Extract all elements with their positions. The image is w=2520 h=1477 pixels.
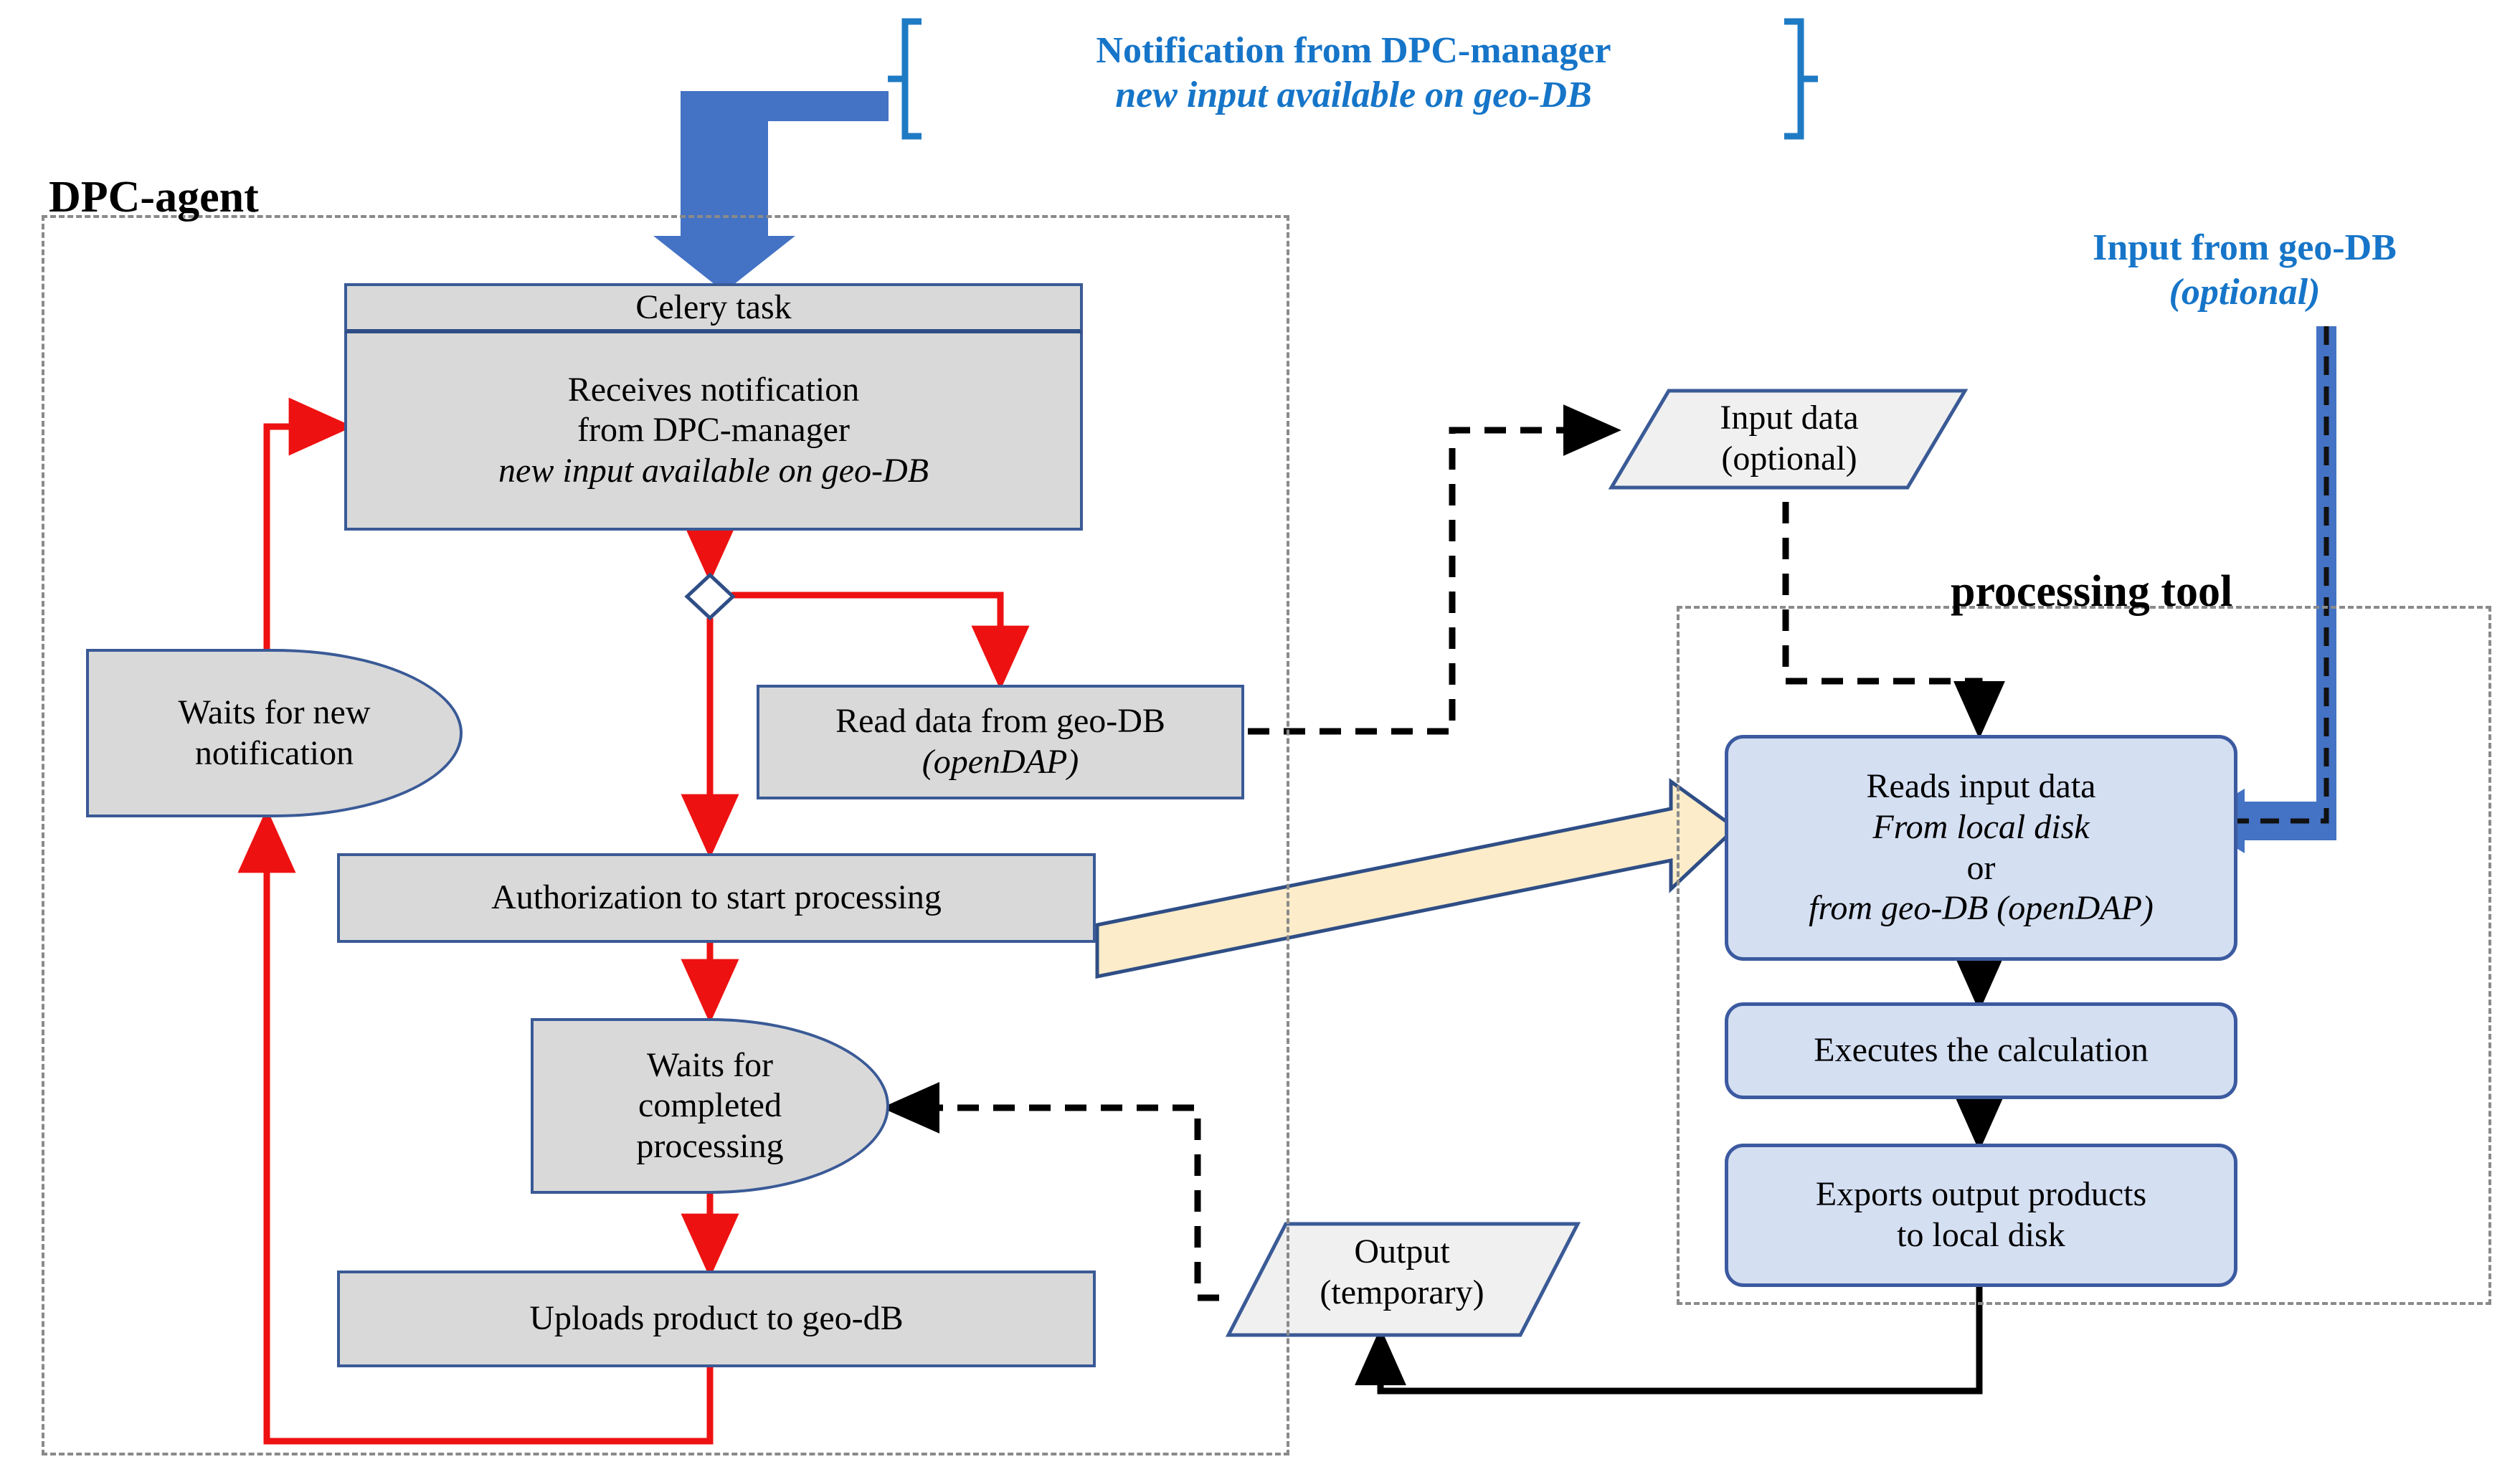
dpc-agent-container <box>42 215 1289 1455</box>
celery-task-header: Celery task <box>344 283 1083 333</box>
read-geodb-line2: (openDAP) <box>922 743 1079 781</box>
authorization-node: Authorization to start processing <box>337 853 1096 943</box>
input-data-parallelogram <box>1608 389 1969 490</box>
processing-tool-container <box>1677 606 2491 1305</box>
celery-task-body-line2: from DPC-manager <box>577 411 850 450</box>
exports-line2: to local disk <box>1897 1216 2065 1254</box>
waits-completed-line2: completed <box>638 1086 782 1125</box>
read-data-geodb-node: Read data from geo-DB (openDAP) <box>757 685 1244 799</box>
reads-input-line3: or <box>1966 848 1996 887</box>
celery-task-body-line1: Receives notification <box>567 370 860 409</box>
exports-line1: Exports output products <box>1815 1175 2147 1214</box>
waits-new-line1: Waits for new <box>178 693 371 731</box>
exports-output-node: Exports output products to local disk <box>1725 1144 2237 1287</box>
geodb-input-annotation-line2: (optional) <box>2169 272 2321 313</box>
waits-for-new-notification-node: Waits for new notification <box>86 649 463 817</box>
dashed-read-to-inputdata <box>1248 404 1621 735</box>
notification-annotation-line1: Notification from DPC-manager <box>1096 30 1611 71</box>
reads-input-line1: Reads input data <box>1866 767 2096 806</box>
uploads-product-label: Uploads product to geo-dB <box>529 1299 904 1338</box>
authorization-to-tool-arrow <box>1095 778 1738 979</box>
dpc-agent-title: DPC-agent <box>49 173 259 222</box>
geodb-input-annotation-line1: Input from geo-DB <box>2093 227 2397 268</box>
input-data-line1: Input data <box>1720 399 1859 437</box>
input-data-label: Input data (optional) <box>1649 398 1929 479</box>
decision-diamond <box>684 572 736 621</box>
processing-tool-flow <box>1355 953 2005 1395</box>
waits-completed-line1: Waits for <box>646 1045 774 1084</box>
output-temporary-label: Output (temporary) <box>1262 1232 1542 1313</box>
input-data-line2: (optional) <box>1721 439 1857 478</box>
read-geodb-line1: Read data from geo-DB <box>835 702 1165 741</box>
output-line1: Output <box>1354 1233 1450 1271</box>
geodb-input-annotation: Input from geo-DB (optional) <box>2001 226 2488 315</box>
waits-completed-line3: processing <box>636 1126 784 1165</box>
reads-input-data-node: Reads input data From local disk or from… <box>1725 735 2237 961</box>
dashed-output-to-waits <box>881 1082 1219 1301</box>
notification-block-arrow <box>653 91 889 293</box>
uploads-product-node: Uploads product to geo-dB <box>337 1271 1096 1367</box>
notification-annotation-line2: new input available on geo-DB <box>1115 75 1592 116</box>
output-parallelogram <box>1225 1222 1581 1337</box>
output-line2: (temporary) <box>1320 1273 1484 1311</box>
processing-tool-title: processing tool <box>1951 567 2233 616</box>
executes-calculation-node: Executes the calculation <box>1725 1002 2237 1099</box>
authorization-label: Authorization to start processing <box>491 878 942 917</box>
notification-bracket <box>888 18 1818 140</box>
waits-completed-processing-node: Waits for completed processing <box>531 1018 889 1194</box>
dashed-inputdata-to-reads <box>1782 502 2005 739</box>
executes-label: Executes the calculation <box>1814 1031 2149 1070</box>
notification-annotation: Notification from DPC-manager new input … <box>922 29 1786 118</box>
celery-task-header-label: Celery task <box>635 288 792 326</box>
reads-input-line2: From local disk <box>1872 807 2090 846</box>
celery-task-body-line3: new input available on geo-DB <box>498 451 929 490</box>
waits-new-line2: notification <box>194 733 354 772</box>
celery-task-body: Receives notification from DPC-manager n… <box>344 333 1083 531</box>
reads-input-line4: from geo-DB (openDAP) <box>1809 889 2154 928</box>
